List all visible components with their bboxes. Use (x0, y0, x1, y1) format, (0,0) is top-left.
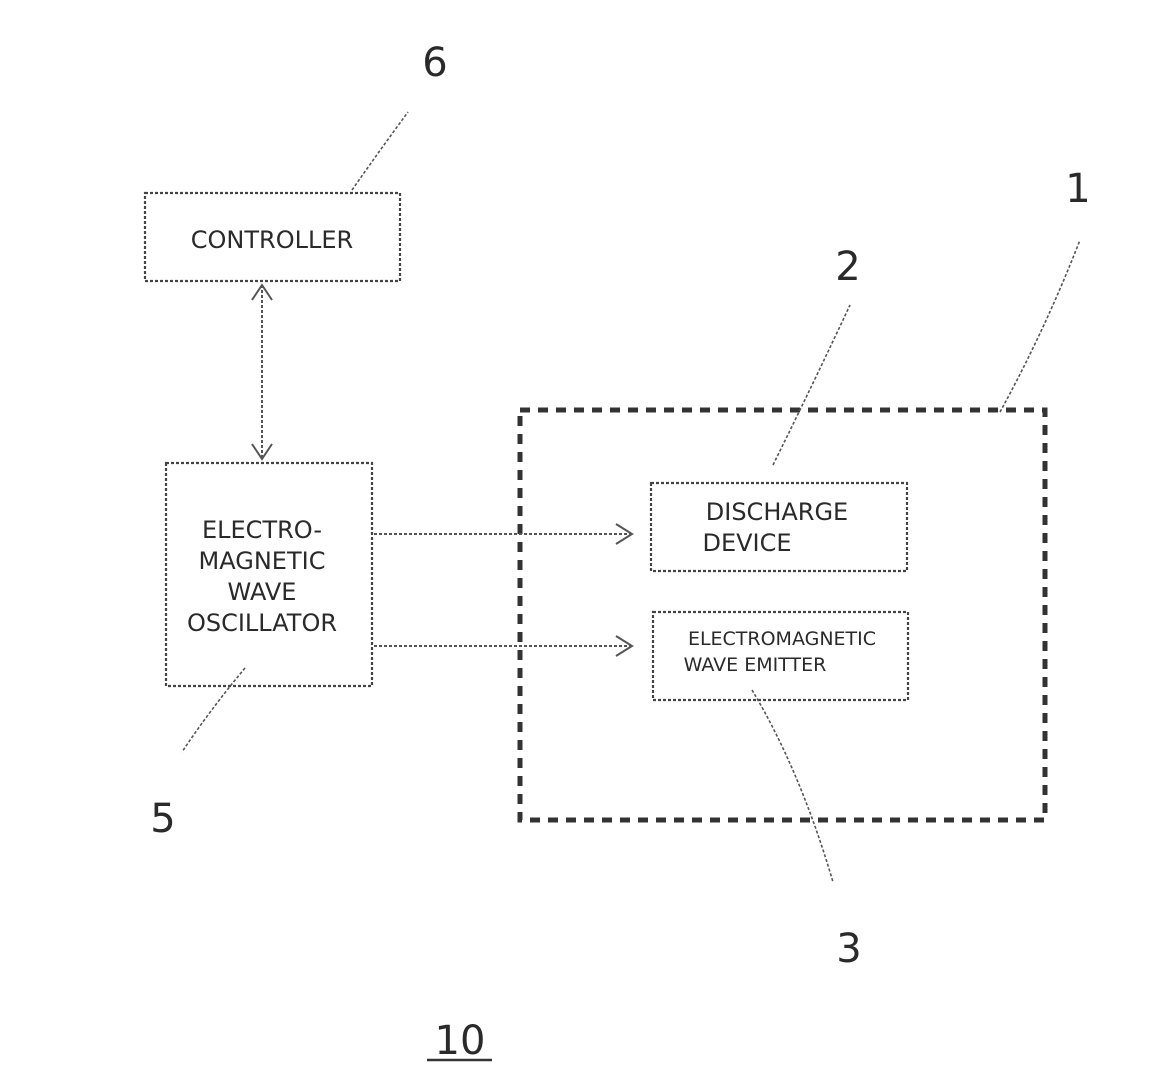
controller-label: CONTROLLER (191, 226, 353, 254)
leader-line-2 (773, 305, 850, 465)
oscillator-to-discharge-arrow (374, 524, 632, 544)
controller-oscillator-connector (252, 285, 272, 459)
oscillator-label-line-4: OSCILLATOR (187, 609, 337, 637)
emitter-label-line-1: ELECTROMAGNETIC (688, 628, 876, 650)
ref-numeral-5: 5 (150, 796, 175, 842)
leader-line-6 (352, 112, 408, 190)
ref-numeral-1: 1 (1065, 166, 1090, 212)
oscillator-label-line-3: WAVE (228, 578, 297, 606)
oscillator-label-line-2: MAGNETIC (199, 547, 326, 575)
oscillator-label-line-1: ELECTRO- (202, 516, 322, 544)
ref-numeral-6: 6 (422, 40, 447, 86)
leader-line-3 (752, 690, 833, 882)
discharge-device-box (651, 483, 907, 571)
oscillator-to-emitter-arrow (374, 636, 632, 656)
figure-reference-numeral: 10 (435, 1018, 486, 1064)
discharge-label-line-1: DISCHARGE (706, 498, 848, 526)
ref-numeral-3: 3 (836, 926, 861, 972)
leader-line-1 (1000, 240, 1080, 412)
discharge-label-line-2: DEVICE (702, 529, 791, 557)
emitter-label-line-2: WAVE EMITTER (684, 654, 827, 676)
ref-numeral-2: 2 (835, 244, 860, 290)
